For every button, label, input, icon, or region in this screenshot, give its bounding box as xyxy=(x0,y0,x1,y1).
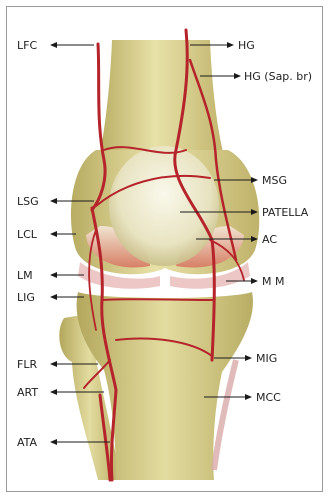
label-mm: M M xyxy=(262,275,284,288)
label-lcl: LCL xyxy=(17,228,38,241)
label-lig: LIG xyxy=(17,291,35,304)
label-patella: PATELLA xyxy=(262,206,309,219)
label-ata: ATA xyxy=(17,436,38,449)
label-mcc: MCC xyxy=(256,391,281,404)
label-ac: AC xyxy=(262,233,277,246)
label-art: ART xyxy=(17,386,38,399)
label-hg: HG xyxy=(238,39,255,52)
label-msg: MSG xyxy=(262,174,287,187)
label-lfc: LFC xyxy=(17,39,37,52)
patella xyxy=(109,146,219,266)
label-hg-sap: HG (Sap. br) xyxy=(244,70,312,83)
label-lsg: LSG xyxy=(17,195,39,208)
label-flr: FLR xyxy=(17,358,37,371)
label-mig: MIG xyxy=(256,352,277,365)
label-lm: LM xyxy=(17,269,33,282)
